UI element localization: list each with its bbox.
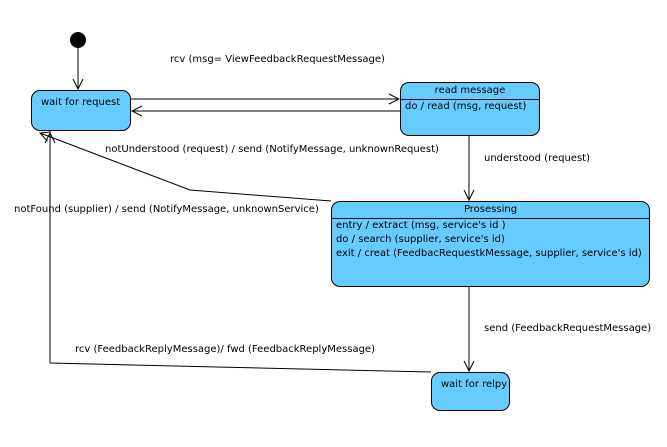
label-rcv-feedback-reply: rcv (FeedbackReplyMessage)/ fwd (Feedbac… bbox=[75, 344, 375, 355]
state-name: read message bbox=[434, 85, 506, 96]
label-understood: understood (request) bbox=[484, 153, 590, 164]
transition-not-found bbox=[40, 133, 332, 202]
transition-rcv-feedback-reply bbox=[50, 133, 432, 373]
state-activity: entry / extract (msg, service's id ) bbox=[336, 220, 506, 231]
initial-state bbox=[70, 32, 86, 48]
state-name: wait for request bbox=[41, 97, 121, 108]
state-divider bbox=[332, 218, 649, 219]
state-activity: do / read (msg, request) bbox=[405, 101, 527, 112]
state-processing[interactable]: Prosessing entry / extract (msg, service… bbox=[331, 201, 650, 287]
state-wait-for-request[interactable]: wait for request bbox=[31, 90, 131, 131]
state-name: wait for relpy bbox=[441, 379, 508, 390]
state-wait-for-reply[interactable]: wait for relpy bbox=[431, 372, 510, 411]
state-name: Prosessing bbox=[463, 204, 518, 215]
label-rcv-view-feedback: rcv (msg= ViewFeedbackRequestMessage) bbox=[170, 54, 385, 65]
label-send-feedback-request: send (FeedbackRequestMessage) bbox=[484, 323, 652, 334]
state-divider bbox=[401, 99, 539, 100]
label-not-understood: notUnderstood (request) / send (NotifyMe… bbox=[105, 144, 439, 155]
state-activity: exit / creat (FeedbacRequestkMessage, su… bbox=[336, 248, 642, 259]
label-not-found: notFound (supplier) / send (NotifyMessag… bbox=[14, 204, 319, 215]
state-activity: do / search (supplier, service's id) bbox=[336, 234, 505, 245]
state-read-message[interactable]: read message do / read (msg, request) bbox=[400, 82, 540, 136]
